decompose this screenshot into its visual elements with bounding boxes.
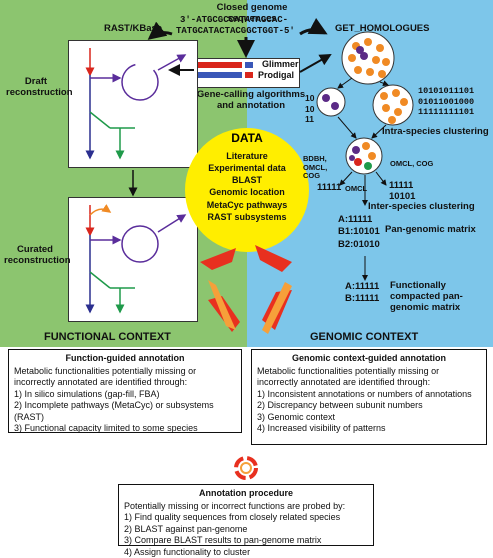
cycle-arrow-2 (255, 245, 292, 272)
genomic-guided-title: Genomic context-guided annotation (291, 353, 446, 363)
matrix-row: B:11111 (345, 293, 380, 305)
binary-value: 01011001000 (418, 96, 475, 107)
prodigal-label: Prodigal (258, 70, 295, 80)
matrix-row: A:11111 (338, 214, 373, 225)
procedure-title: Annotation procedure (199, 488, 293, 498)
draft-cycle (121, 63, 159, 101)
genomic-guided-item: 1) Inconsistent annotations or numbers o… (257, 388, 472, 399)
binary-value: 11111111101 (418, 107, 475, 118)
genomic-guided-box: Genomic context-guided annotation Metabo… (251, 349, 487, 445)
pan-matrix-label: Pan-genomic matrix (385, 224, 476, 235)
procedure-item: 2) BLAST against pan-genome (124, 523, 248, 534)
function-guided-item: 1) In silico simulations (gap-fill, FBA) (14, 388, 160, 399)
cycle-arrow-1 (200, 248, 236, 270)
data-item: Genomic location (209, 187, 285, 198)
procedure-item: 4) Assign functionality to cluster (124, 546, 251, 557)
data-item: Literature (226, 151, 268, 161)
gene-bar-red-2 (245, 72, 253, 78)
function-guided-title: Function-guided annotation (65, 353, 185, 363)
inter-species-label: Inter-species clustering (368, 201, 475, 212)
data-item: Experimental data (208, 163, 286, 174)
closed-genome-title: Closed genome sequences (216, 2, 288, 24)
function-guided-box: Function-guided annotation Metabolic fun… (8, 349, 242, 433)
glimmer-label: Glimmer (262, 59, 299, 69)
sequence-line-2: TATGCATACTACGGCTGGT-5' (176, 26, 295, 36)
sequence-line-1: 3'-ATGCGCCATATAGCAC- (180, 15, 289, 25)
intra-species-label: Intra-species clustering (382, 126, 489, 137)
arrow-to-cluster (299, 54, 332, 73)
procedure-intro: Potentially missing or incorrect functio… (124, 500, 346, 511)
matrix-row: B1:10101 (338, 226, 380, 238)
curated-edge-orange (89, 204, 112, 216)
compact-matrix: A:11111 B:11111 (345, 281, 379, 306)
cycle-arrow-orange-2 (262, 282, 292, 334)
curated-cycle (121, 225, 159, 263)
gene-bar-red (198, 62, 242, 68)
binary-big-right: 10101011101 01011001000 11111111101 (418, 86, 474, 118)
genomic-guided-item: 2) Discrepancy between subunit numbers (257, 400, 423, 411)
matrix-row: A:11111 (345, 281, 380, 292)
binary-value: 11 (305, 114, 314, 125)
omcl-label: OMCL (345, 184, 368, 193)
procedure-item: 3) Compare BLAST results to pan-genome m… (124, 535, 322, 546)
function-guided-intro: Metabolic functionalities potentially mi… (14, 365, 197, 388)
curated-edge-out (157, 214, 187, 233)
genomic-guided-intro: Metabolic functionalities potentially mi… (257, 365, 440, 388)
omcl-cog-label: OMCL, COG (390, 159, 434, 168)
gene-bar-blue-2 (245, 62, 253, 68)
gene-bar-blue (198, 72, 242, 78)
matrix-row: B2:01010 (338, 238, 380, 250)
genomic-guided-item: 4) Increased visibility of patterns (257, 423, 386, 434)
data-title: DATA (231, 131, 263, 145)
compact-matrix-label: Functionally compacted pan-genomic matri… (390, 280, 463, 313)
arrow-to-rast (147, 21, 173, 40)
pan-matrix: A:11111 B1:10101 B2:01010 (338, 214, 380, 251)
curated-label: Curated reconstruction (4, 244, 71, 266)
binary-value: 11111 (389, 180, 414, 191)
draft-label: Draft reconstruction (6, 76, 73, 98)
arrow-to-gethomologues (299, 17, 328, 36)
binary-value: 10 (305, 103, 315, 114)
annotation-procedure-box: Annotation procedure Potentially missing… (118, 484, 374, 557)
genomic-context-label: GENOMIC CONTEXT (310, 331, 419, 343)
function-guided-item: 3) Functional capacity limited to some s… (14, 423, 198, 434)
binary-b-right: 11111 10101 (389, 180, 415, 203)
functional-context-label: FUNCTIONAL CONTEXT (44, 331, 171, 343)
data-items: Literature Experimental data BLAST Genom… (185, 150, 309, 223)
cycle-arrow-orange-1 (208, 280, 236, 330)
binary-b-left: 11111 (317, 182, 342, 193)
gene-calling-label: Gene-calling algorithms and annotation (196, 89, 306, 111)
binary-value: 10101 (389, 191, 416, 203)
data-item: MetaCyc pathways (206, 199, 288, 210)
procedure-item: 1) Find quality sequences from closely r… (124, 512, 341, 523)
binary-small-left: 10 10 11 (305, 93, 314, 125)
data-item: RAST subsystems (207, 211, 287, 222)
draft-edge-out (157, 54, 187, 71)
data-item: BLAST (232, 175, 262, 186)
draft-edge-green-1 (89, 111, 111, 129)
binary-value: 10101011101 (418, 86, 475, 96)
genomic-guided-item: 3) Genomic context (257, 411, 336, 422)
bdbh-label: BDBH, OMCL, COG (303, 154, 328, 181)
get-homologues-label: GET_HOMOLOGUES (335, 23, 430, 34)
rast-kbase-label: RAST/KBase (104, 23, 163, 34)
binary-value: 10 (305, 93, 315, 103)
function-guided-item: 2) Incomplete pathways (MetaCyc) or subs… (14, 400, 214, 422)
curated-edge-green-1 (89, 271, 111, 289)
